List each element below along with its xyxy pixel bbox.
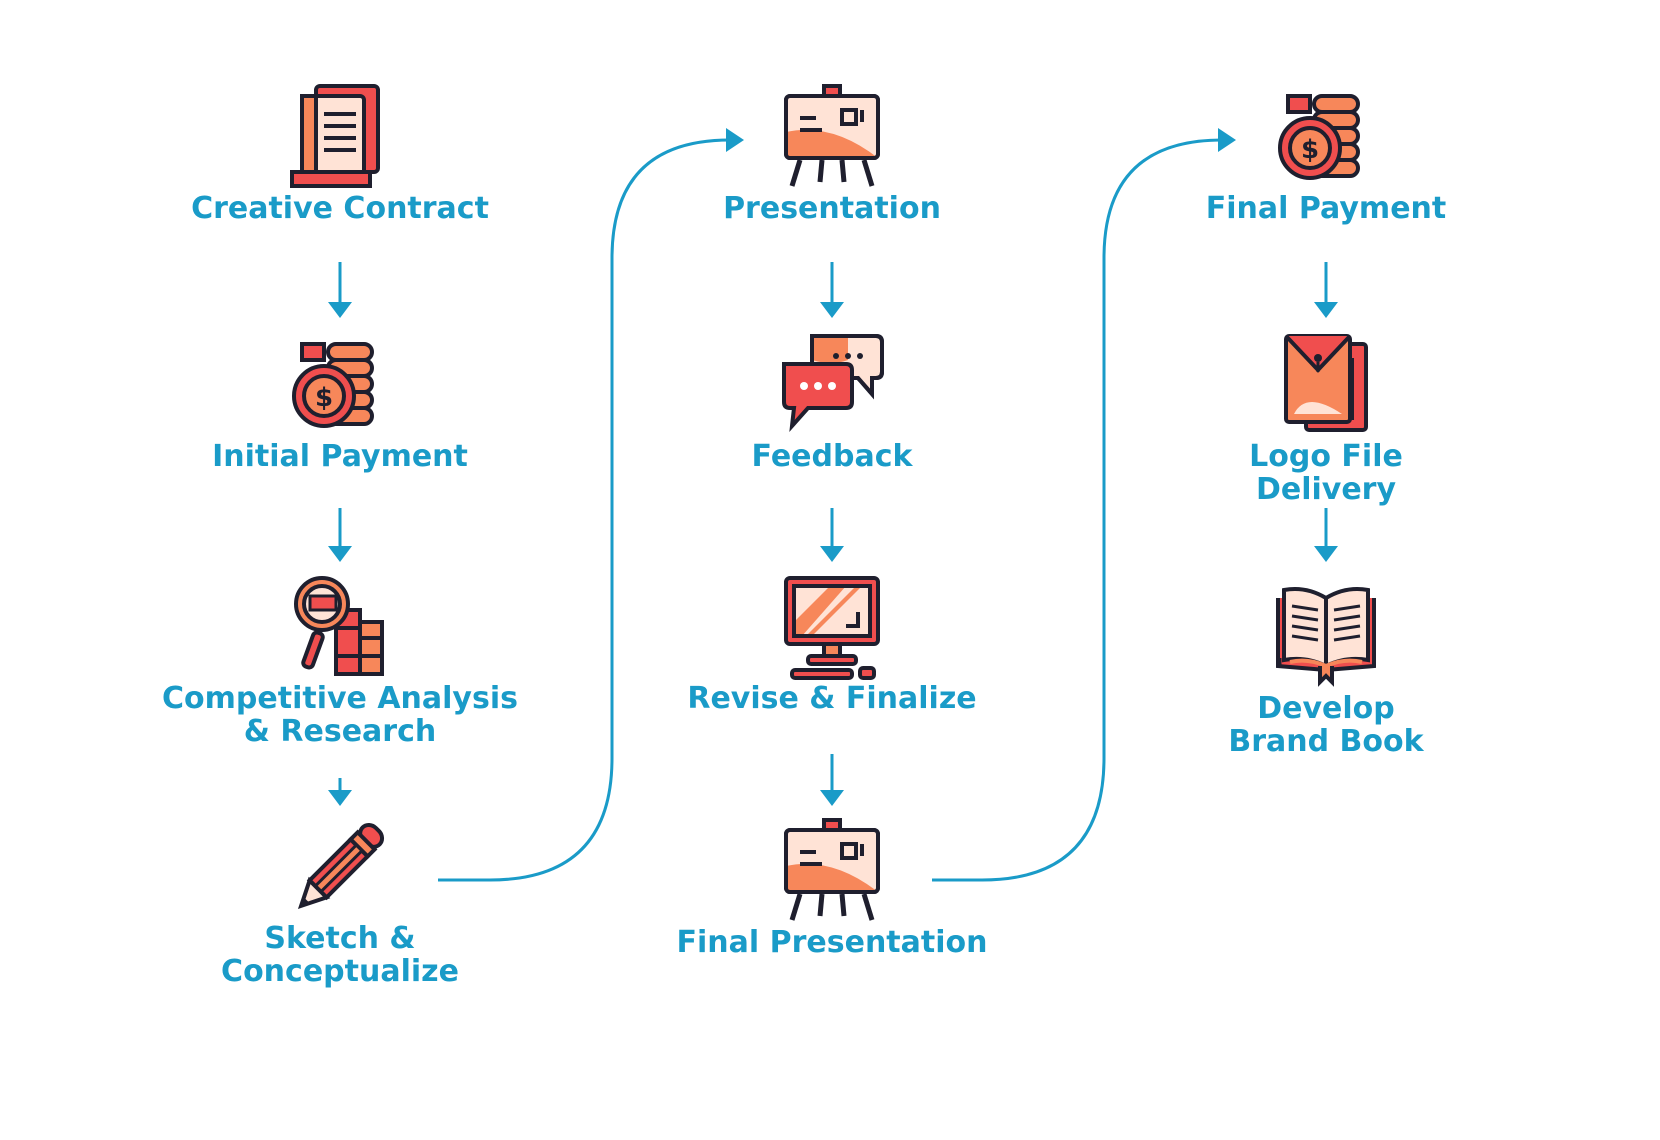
step-label-line: Conceptualize: [221, 954, 459, 989]
coins-payment-icon: $: [1278, 94, 1360, 180]
pencil-icon: [297, 822, 385, 910]
step-label: Develop Brand Book: [1116, 692, 1536, 758]
step-logo-file-delivery: Logo File Delivery: [1116, 330, 1536, 506]
step-label-line: Brand Book: [1228, 724, 1424, 759]
step-label-line: Delivery: [1255, 472, 1397, 507]
arrow-down: [820, 754, 844, 806]
step-presentation: Presentation: [622, 82, 1042, 225]
monitor-icon: [784, 576, 880, 680]
step-label: Initial Payment: [212, 439, 468, 474]
magnifier-books-icon: [294, 576, 384, 676]
step-creative-contract: Creative Contract: [130, 82, 550, 225]
step-label: Creative Contract: [191, 191, 489, 226]
arrow-down: [1314, 262, 1338, 318]
coins-payment-icon: $: [292, 342, 374, 428]
presentation-board-icon: [784, 84, 880, 187]
step-label: Feedback: [751, 439, 913, 474]
step-label-line: Sketch &: [264, 921, 416, 956]
arrow-down: [328, 262, 352, 318]
step-initial-payment: $ Initial Payment: [130, 330, 550, 473]
step-label-line: & Research: [243, 714, 437, 749]
step-revise-finalize: Revise & Finalize: [622, 572, 1042, 715]
svg-text:$: $: [315, 383, 333, 413]
presentation-board-icon: [784, 818, 880, 921]
step-competitive-analysis: Competitive Analysis & Research: [130, 572, 550, 748]
step-label: Presentation: [723, 191, 941, 226]
step-label: Competitive Analysis & Research: [130, 682, 550, 748]
step-label: Revise & Finalize: [687, 681, 977, 716]
step-final-presentation: Final Presentation: [622, 816, 1042, 959]
step-label: Final Presentation: [676, 925, 988, 960]
step-final-payment: $ Final Payment: [1116, 82, 1536, 225]
chat-bubbles-icon: [782, 334, 884, 433]
svg-text:$: $: [1301, 135, 1319, 165]
curve-connector: [932, 128, 1236, 882]
arrow-down: [1314, 508, 1338, 562]
arrow-down: [820, 262, 844, 318]
step-develop-brand-book: Develop Brand Book: [1116, 582, 1536, 758]
arrow-down: [820, 508, 844, 562]
envelope-file-icon: [1284, 334, 1368, 432]
step-feedback: Feedback: [622, 330, 1042, 473]
curve-connector: [438, 128, 744, 882]
step-label: Sketch & Conceptualize: [130, 922, 550, 988]
arrow-down: [328, 508, 352, 562]
step-label-line: Logo File: [1249, 439, 1403, 474]
step-label-line: Competitive Analysis: [162, 681, 518, 716]
step-label-line: Develop: [1257, 691, 1395, 726]
step-sketch-conceptualize: Sketch & Conceptualize: [130, 812, 550, 988]
contract-document-icon: [290, 84, 380, 188]
open-book-icon: [1276, 587, 1376, 687]
step-label: Logo File Delivery: [1116, 440, 1536, 506]
arrow-down: [328, 778, 352, 806]
step-label: Final Payment: [1205, 191, 1447, 226]
